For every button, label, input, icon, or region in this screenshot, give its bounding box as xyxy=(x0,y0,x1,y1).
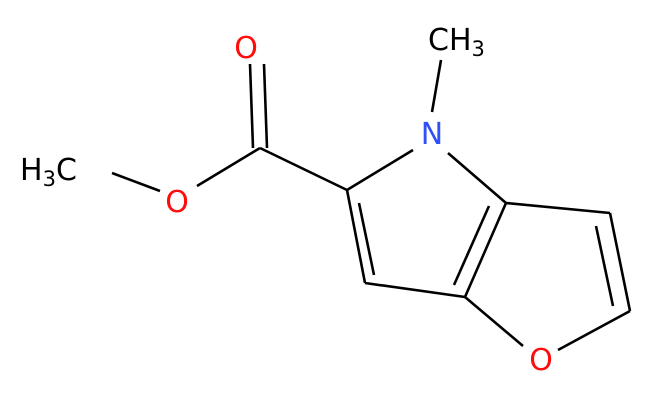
bond-c3-c2-inner xyxy=(594,225,615,307)
n-methyl-main: CH xyxy=(428,23,472,58)
bond-c5-c6 xyxy=(345,189,367,284)
o-methyl-label: H3C xyxy=(20,153,77,191)
bond-c3-c2 xyxy=(608,212,632,312)
n-methyl-label: CH3 xyxy=(428,23,485,61)
bond-c6a-c3a xyxy=(463,202,508,298)
bond-c2-o1 xyxy=(557,309,631,352)
bond-n-c5 xyxy=(346,148,414,192)
bond-carbonyl-o-2 xyxy=(262,63,269,149)
bond-c6a-c3a-inner xyxy=(452,205,491,286)
o-methyl-h: H xyxy=(20,153,43,188)
o-methyl-c: C xyxy=(56,153,77,188)
bond-n-c3a xyxy=(447,152,507,204)
bond-o1-c6a xyxy=(464,296,524,347)
carbonyl-oxygen-label: O xyxy=(234,31,258,66)
n-methyl-sub: 3 xyxy=(472,37,485,61)
o-methyl-sub: 3 xyxy=(43,167,56,191)
ester-oxygen-label: O xyxy=(165,185,189,220)
bond-ester-o-methyl xyxy=(111,171,161,193)
atom-labels: O O O N CH3 H3C xyxy=(20,23,553,378)
bond-carbonyl-o xyxy=(248,63,255,149)
bonds xyxy=(111,59,632,352)
bond-c5-c6-inner xyxy=(357,202,376,276)
bond-carbonyl-ester-o xyxy=(196,146,261,188)
bond-c5-carbonyl xyxy=(259,146,348,192)
bond-n-methyl xyxy=(430,59,443,113)
nitrogen-label: N xyxy=(421,117,443,152)
ring-oxygen-label: O xyxy=(529,343,553,378)
bond-c6-c6a xyxy=(364,281,466,299)
bond-c3a-c3 xyxy=(505,201,611,215)
